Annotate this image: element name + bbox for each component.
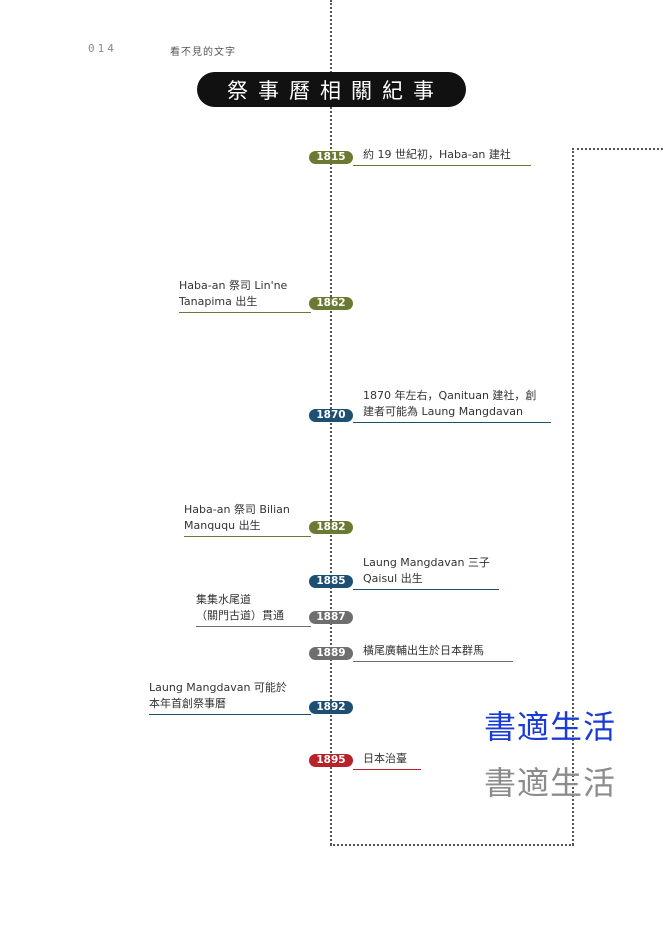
event-1889: 橫尾廣輔出生於日本群馬 (353, 643, 513, 662)
event-1815-line-1: 約 19 世紀初，Haba-an 建社 (363, 148, 511, 161)
timeline-title: 祭事曆相關紀事 (197, 72, 466, 107)
event-1870-line-1: 1870 年左右，Qanituan 建社，創 (363, 389, 537, 402)
frame-top-border (572, 148, 663, 150)
page-number: 014 (88, 42, 117, 55)
event-1892: Laung Mangdavan 可能於 本年首創祭事曆 (149, 680, 311, 715)
event-1885: Laung Mangdavan 三子 Qaisul 出生 (353, 555, 499, 590)
event-1885-line-1: Laung Mangdavan 三子 (363, 556, 490, 569)
timeline-axis (330, 0, 332, 845)
frame-right-border (572, 148, 574, 845)
event-1882: Haba-an 祭司 Bilian Manququ 出生 (184, 502, 311, 537)
event-1892-line-2: 本年首創祭事曆 (149, 697, 226, 710)
event-1889-line-1: 橫尾廣輔出生於日本群馬 (363, 644, 484, 657)
event-1862-line-1: Haba-an 祭司 Lin'ne (179, 279, 288, 292)
event-1892-line-1: Laung Mangdavan 可能於 (149, 681, 287, 694)
year-badge-1889: 1889 (309, 647, 353, 660)
event-1885-line-2: Qaisul 出生 (363, 572, 423, 585)
event-1882-line-1: Haba-an 祭司 Bilian (184, 503, 290, 516)
year-badge-1895: 1895 (309, 754, 353, 767)
frame-bottom-border (330, 844, 574, 846)
event-1887-line-1: 集集水尾道 (196, 593, 251, 606)
event-1895: 日本治臺 (353, 751, 421, 770)
year-badge-1815: 1815 (309, 151, 353, 164)
event-1862: Haba-an 祭司 Lin'ne Tanapima 出生 (179, 278, 311, 313)
watermark-gray: 書適生活 (484, 764, 617, 802)
watermark-blue: 書適生活 (484, 708, 617, 746)
event-1895-line-1: 日本治臺 (363, 752, 407, 765)
year-badge-1862: 1862 (309, 297, 353, 310)
book-title: 看不見的文字 (170, 47, 236, 58)
year-badge-1870: 1870 (309, 409, 353, 422)
year-badge-1887: 1887 (309, 611, 353, 624)
year-badge-1892: 1892 (309, 701, 353, 714)
event-1887: 集集水尾道 （關門古道）貫通 (196, 592, 311, 627)
year-badge-1882: 1882 (309, 521, 353, 534)
event-1887-line-2: （關門古道）貫通 (196, 609, 284, 622)
event-1882-line-2: Manququ 出生 (184, 519, 261, 532)
event-1815: 約 19 世紀初，Haba-an 建社 (353, 147, 531, 166)
event-1870-line-2: 建者可能為 Laung Mangdavan (363, 405, 523, 418)
event-1870: 1870 年左右，Qanituan 建社，創 建者可能為 Laung Mangd… (353, 388, 551, 423)
event-1862-line-2: Tanapima 出生 (179, 295, 258, 308)
year-badge-1885: 1885 (309, 575, 353, 588)
